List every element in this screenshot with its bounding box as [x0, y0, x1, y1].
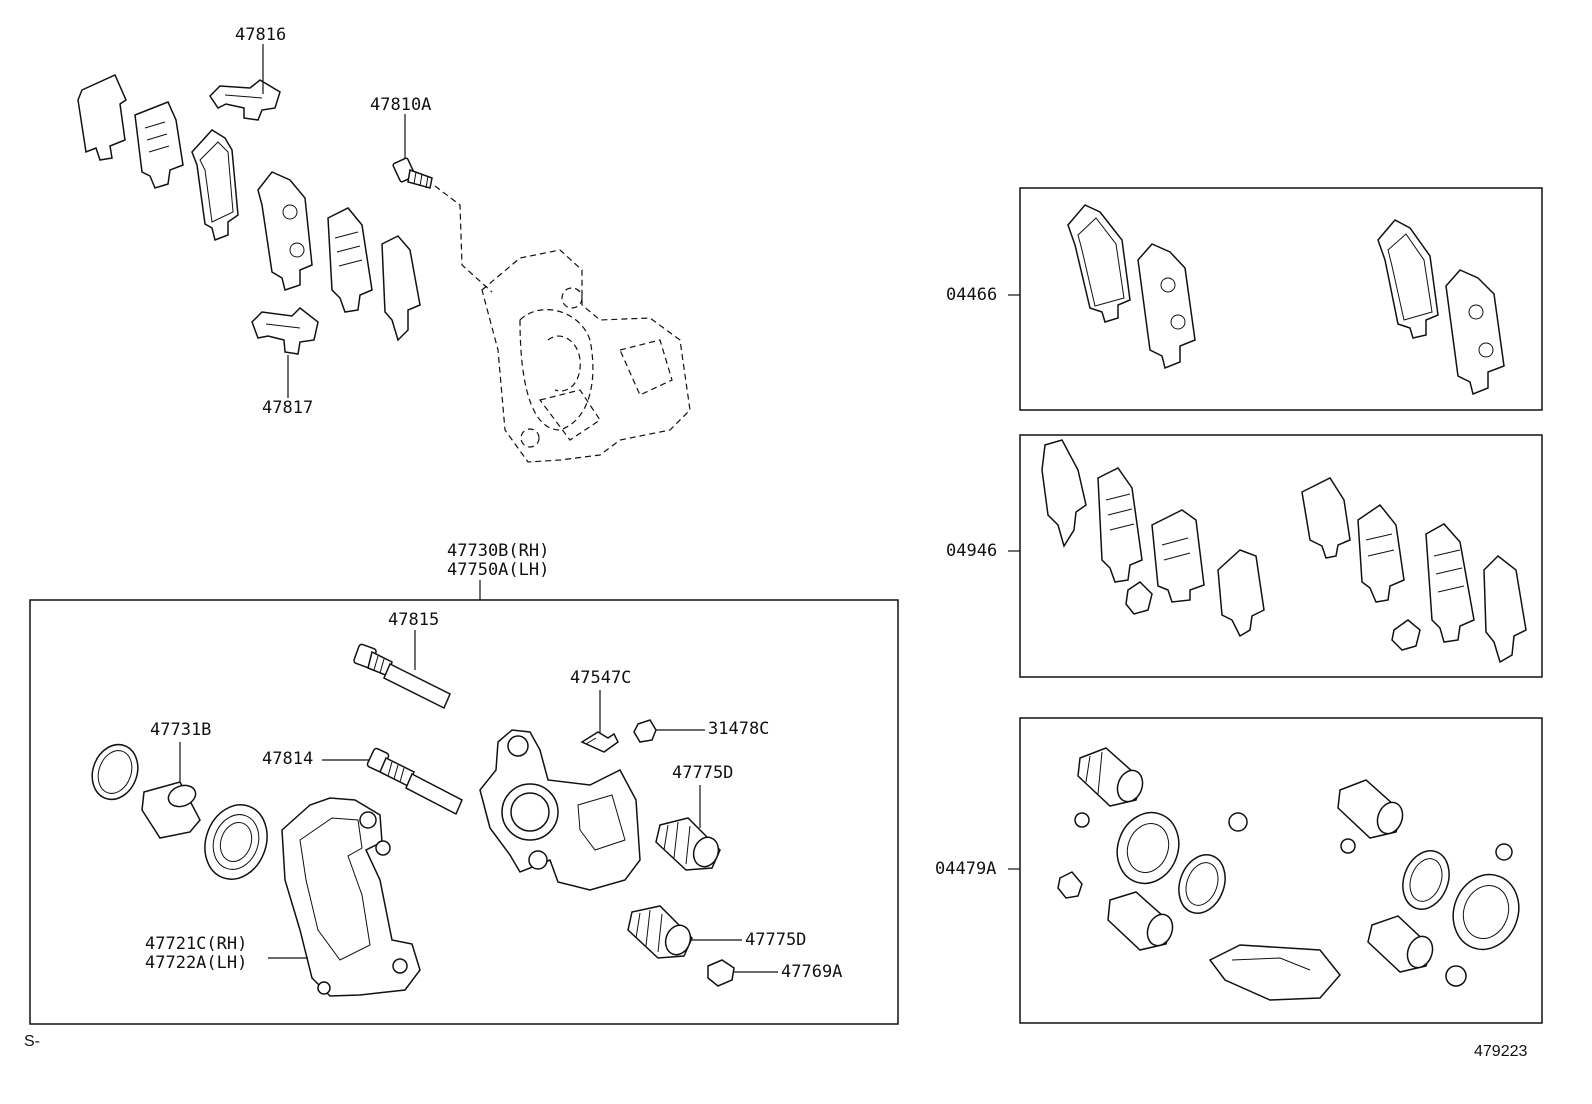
label-mount-lh: 47722A(LH) — [145, 953, 247, 973]
label-47775d-2: 47775D — [745, 930, 806, 950]
kit-04466-pads — [1067, 204, 1505, 396]
phantom-caliper — [481, 249, 691, 463]
corner-mark: S- — [24, 1033, 40, 1050]
label-kit-04479a: 04479A — [935, 859, 996, 879]
boot-47775d-lower: 47775D — [627, 905, 806, 959]
boot-47775d-upper: 47775D — [655, 763, 733, 871]
kit-box-04466 — [1019, 187, 1543, 411]
kit-04479a-seals — [1057, 747, 1520, 1001]
label-kit-04946: 04946 — [946, 541, 997, 561]
label-47547c: 47547C — [570, 668, 631, 688]
cap-47769a: 47769A — [707, 959, 842, 987]
label-mount-rh: 47721C(RH) — [145, 934, 247, 954]
label-47775d-1: 47775D — [672, 763, 733, 783]
label-47769a: 47769A — [781, 962, 842, 982]
kit-04946-shims — [1041, 439, 1527, 664]
top-left-leaders — [262, 44, 406, 398]
bolt-47810a — [392, 157, 493, 293]
label-31478c: 31478C — [708, 719, 769, 739]
diagram-id: 479223 — [1474, 1043, 1527, 1060]
label-47816: 47816 — [235, 25, 286, 45]
cap-31478c: 31478C — [633, 719, 769, 743]
bleeder-47547c: 47547C — [570, 668, 631, 753]
label-47814: 47814 — [262, 749, 313, 769]
caliper-kit-box — [29, 599, 899, 1025]
guide-pin-47815: 47815 — [353, 610, 451, 710]
pad-shim-assembly — [77, 74, 421, 355]
label-kit-04466: 04466 — [946, 285, 997, 305]
label-47815: 47815 — [388, 610, 439, 630]
kit-box-04946 — [1019, 434, 1543, 678]
label-47817: 47817 — [262, 398, 313, 418]
label-caliper-lh: 47750A(LH) — [447, 560, 549, 580]
mounting-bracket: 47721C(RH) 47722A(LH) — [145, 797, 421, 997]
kit-box-04479a — [1019, 717, 1543, 1024]
label-47810a: 47810A — [370, 95, 431, 115]
piston-group: 47731B — [91, 720, 268, 880]
label-47731b: 47731B — [150, 720, 211, 740]
label-caliper-rh: 47730B(RH) — [447, 541, 549, 561]
guide-pin-47814: 47814 — [262, 747, 463, 816]
caliper-body — [479, 729, 641, 891]
